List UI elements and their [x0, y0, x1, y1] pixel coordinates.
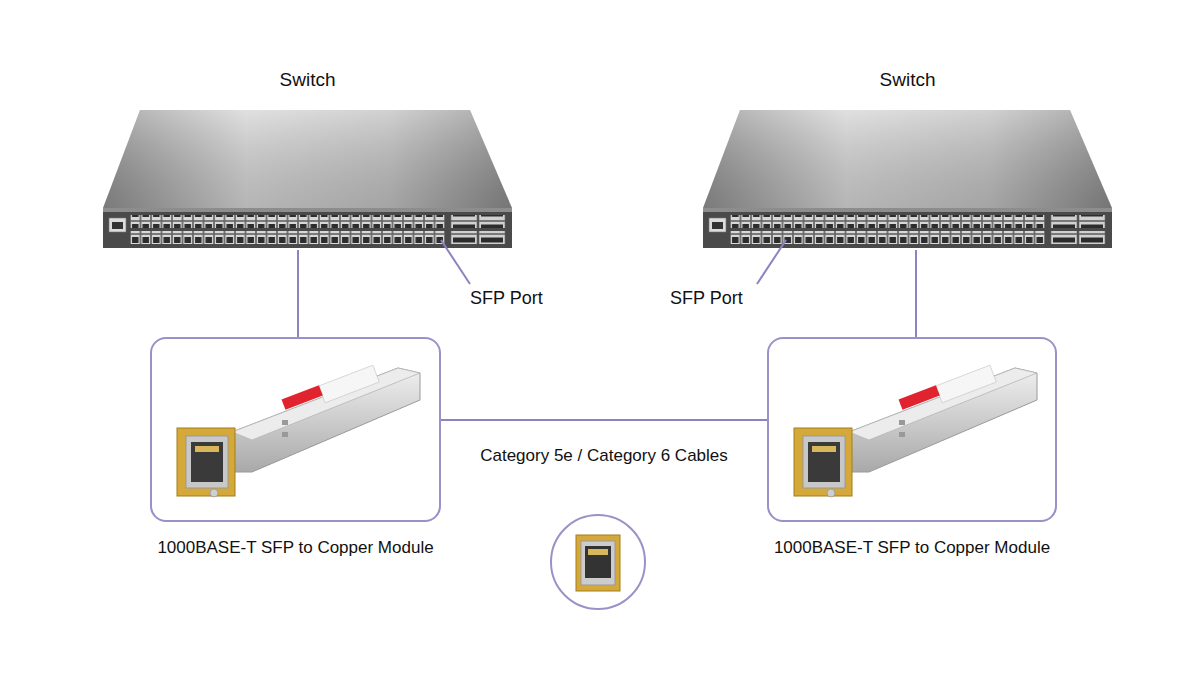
port-callout: SFP Port — [670, 287, 743, 309]
sfp-module-illustration — [177, 365, 420, 497]
cable-connector — [441, 419, 767, 421]
port-zoom-circle — [551, 515, 645, 609]
cable-connector — [297, 250, 299, 337]
switch-illustration — [103, 110, 512, 248]
switch-title: Switch — [105, 68, 510, 92]
port-zoom-pins — [588, 549, 608, 555]
port-zoom-opening — [585, 546, 611, 578]
leader-line — [757, 240, 786, 284]
module-caption: 1000BASE-T SFP to Copper Module — [709, 537, 1115, 559]
module-box: 1000BASE-T SFP to Copper Module — [150, 337, 441, 522]
leader-line — [441, 240, 470, 284]
switch-node: Switch — [105, 68, 510, 250]
switch-node: Switch — [705, 68, 1110, 250]
port-zoom-face — [576, 535, 620, 591]
sfp-module-illustration — [794, 365, 1037, 497]
port-zoom-shield — [581, 541, 615, 585]
port-callout: SFP Port — [470, 287, 543, 309]
cable-connector — [915, 250, 917, 337]
cable-label: Category 5e / Category 6 Cables — [480, 445, 728, 467]
module-box: 1000BASE-T SFP to Copper Module — [767, 337, 1057, 522]
module-caption: 1000BASE-T SFP to Copper Module — [92, 537, 499, 559]
switch-illustration — [703, 110, 1112, 248]
switch-title: Switch — [705, 68, 1110, 92]
